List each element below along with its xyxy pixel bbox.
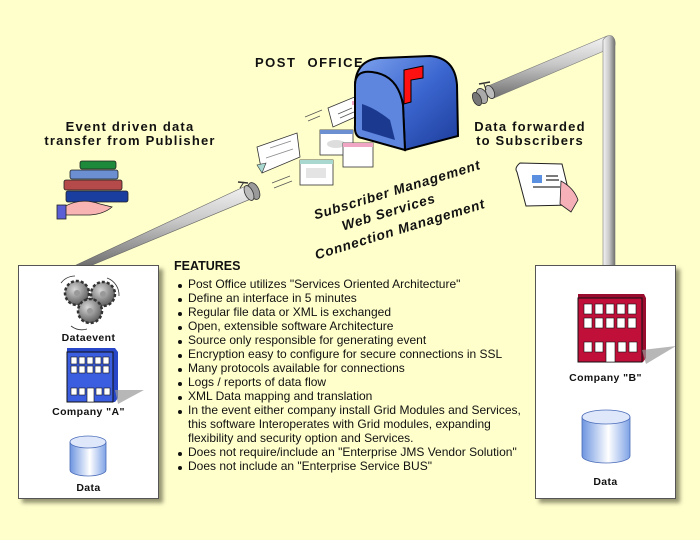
- features-section: FEATURES Post Office utilizes "Services …: [174, 259, 534, 473]
- gears-icon: [60, 275, 120, 331]
- document-in-hand-icon: [515, 162, 579, 213]
- post-office-title: POST OFFICE: [255, 55, 365, 70]
- features-heading: FEATURES: [174, 259, 241, 273]
- subscriber-pipe: [471, 35, 616, 267]
- mailbox-icon: [353, 54, 460, 152]
- building-icon: [577, 294, 675, 364]
- feature-item: XML Data mapping and translation: [174, 389, 534, 403]
- publisher-panel: Dataevent Company "A" Data: [18, 265, 159, 499]
- pipe-valve-icon: [471, 81, 496, 106]
- feature-item: Does not include an "Enterprise Service …: [174, 459, 534, 473]
- company-a-label: Company "A": [52, 406, 125, 418]
- building-icon: [66, 348, 144, 404]
- subscriber-caption-line: Data forwarded: [474, 119, 586, 134]
- feature-item: Regular file data or XML is exchanged: [174, 305, 534, 319]
- documents-icon: [256, 95, 374, 189]
- data-a-label: Data: [76, 482, 101, 494]
- database-icon: [69, 435, 107, 477]
- feature-item: Many protocols available for connections: [174, 361, 534, 375]
- publisher-caption: Event driven data transfer from Publishe…: [40, 120, 220, 148]
- publisher-caption-line: Event driven data: [65, 119, 195, 134]
- subscriber-caption: Data forwarded to Subscribers: [470, 120, 590, 148]
- features-list: Post Office utilizes "Services Oriented …: [174, 277, 534, 473]
- subscriber-panel: Company "B" Data: [535, 265, 676, 499]
- data-b-label: Data: [593, 476, 618, 488]
- books-in-hand-icon: [56, 160, 129, 220]
- feature-item: Logs / reports of data flow: [174, 375, 534, 389]
- subscriber-caption-line: to Subscribers: [476, 133, 584, 148]
- dataevent-label: Dataevent: [61, 332, 116, 344]
- subscriber-panel-icons: [577, 294, 675, 464]
- feature-item: Encryption easy to configure for secure …: [174, 347, 534, 361]
- publisher-caption-line: transfer from Publisher: [44, 133, 216, 148]
- database-icon: [581, 409, 631, 464]
- publisher-panel-icons: [60, 275, 144, 477]
- feature-item: In the event either company install Grid…: [174, 403, 534, 445]
- pipe-valve-icon: [237, 181, 261, 201]
- feature-item: Source only responsible for generating e…: [174, 333, 534, 347]
- feature-item: Open, extensible software Architecture: [174, 319, 534, 333]
- feature-item: Post Office utilizes "Services Oriented …: [174, 277, 534, 291]
- feature-item: Does not require/include an "Enterprise …: [174, 445, 534, 459]
- company-b-label: Company "B": [569, 372, 642, 384]
- feature-item: Define an interface in 5 minutes: [174, 291, 534, 305]
